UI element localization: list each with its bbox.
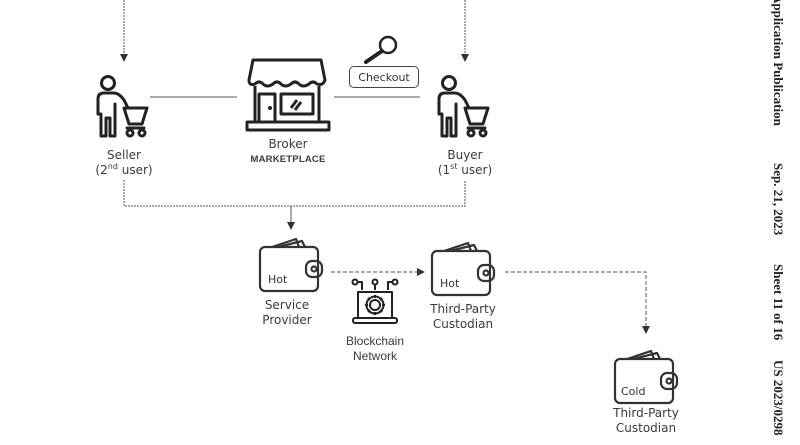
broker-label: Broker MARKETPLACE: [238, 137, 338, 167]
service-provider-label: Service Provider: [237, 298, 337, 328]
seller-name: Seller: [107, 148, 141, 162]
service-provider-hot-wallet-icon: Hot: [258, 237, 324, 293]
buyer-role: (1st user): [437, 162, 493, 178]
blockchain-line2: Network: [352, 349, 397, 363]
buyer-label: Buyer (1st user): [415, 148, 515, 178]
sheet-number: Sheet 11 of 16: [771, 264, 786, 341]
seller-person-cart-icon: [96, 75, 149, 138]
publication-number: US 2023/0298: [771, 360, 786, 436]
blockchain-line1: Blockchain: [345, 334, 405, 348]
custodian-cold-line1: Third-Party: [613, 406, 679, 420]
custodian-hot-line2: Custodian: [432, 317, 494, 331]
magnifier-icon: [364, 35, 398, 64]
publication-date: Sep. 21, 2023: [771, 163, 786, 236]
custodian-hot-wallet-icon: Hot: [430, 241, 496, 297]
custodian-hot-label: Third-Party Custodian: [413, 302, 513, 332]
broker-name: Broker: [268, 137, 308, 151]
blockchain-network-icon: [351, 278, 399, 324]
custodian-cold-line2: Custodian: [615, 421, 677, 435]
buyer-person-cart-icon: [437, 75, 490, 138]
custodian-cold-wallet-icon: Cold: [613, 349, 679, 405]
custodian-cold-label: Third-Party Custodian: [596, 406, 696, 436]
buyer-name: Buyer: [447, 148, 483, 162]
line-users-to-provider: [123, 180, 466, 207]
patent-header: Application Publication Sep. 21, 2023 Sh…: [762, 0, 792, 445]
marketplace-title: MARKETPLACE: [250, 154, 326, 165]
storefront-icon: [245, 58, 331, 132]
checkout-button[interactable]: Checkout: [349, 66, 419, 88]
seller-role: (2nd user): [95, 162, 153, 178]
service-provider-line2: Provider: [262, 313, 312, 327]
wallet-type-label: Hot: [440, 277, 460, 290]
publication-type: Application Publication: [771, 0, 786, 126]
custodian-hot-line1: Third-Party: [430, 302, 496, 316]
wallet-type-label: Cold: [621, 385, 645, 398]
wallet-type-label: Hot: [268, 273, 288, 286]
seller-label: Seller (2nd user): [74, 148, 174, 178]
service-provider-line1: Service: [264, 298, 310, 312]
blockchain-network-label: Blockchain Network: [325, 334, 425, 364]
arrow-custodian-to-cold: [505, 271, 650, 334]
